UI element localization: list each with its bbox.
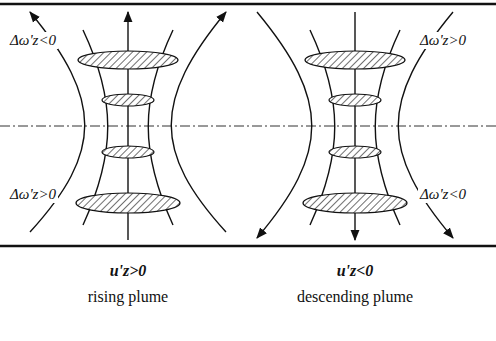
plume-caption: rising plume	[86, 288, 170, 306]
vorticity-label: Δω'z>0	[418, 32, 468, 49]
vorticity-label: Δω'z<0	[418, 186, 468, 203]
vorticity-label: Δω'z<0	[8, 32, 58, 49]
velocity-label: u'z>0	[108, 262, 149, 280]
vorticity-label: Δω'z>0	[8, 186, 58, 203]
velocity-label: u'z<0	[335, 262, 376, 280]
plume-caption: descending plume	[295, 288, 415, 306]
